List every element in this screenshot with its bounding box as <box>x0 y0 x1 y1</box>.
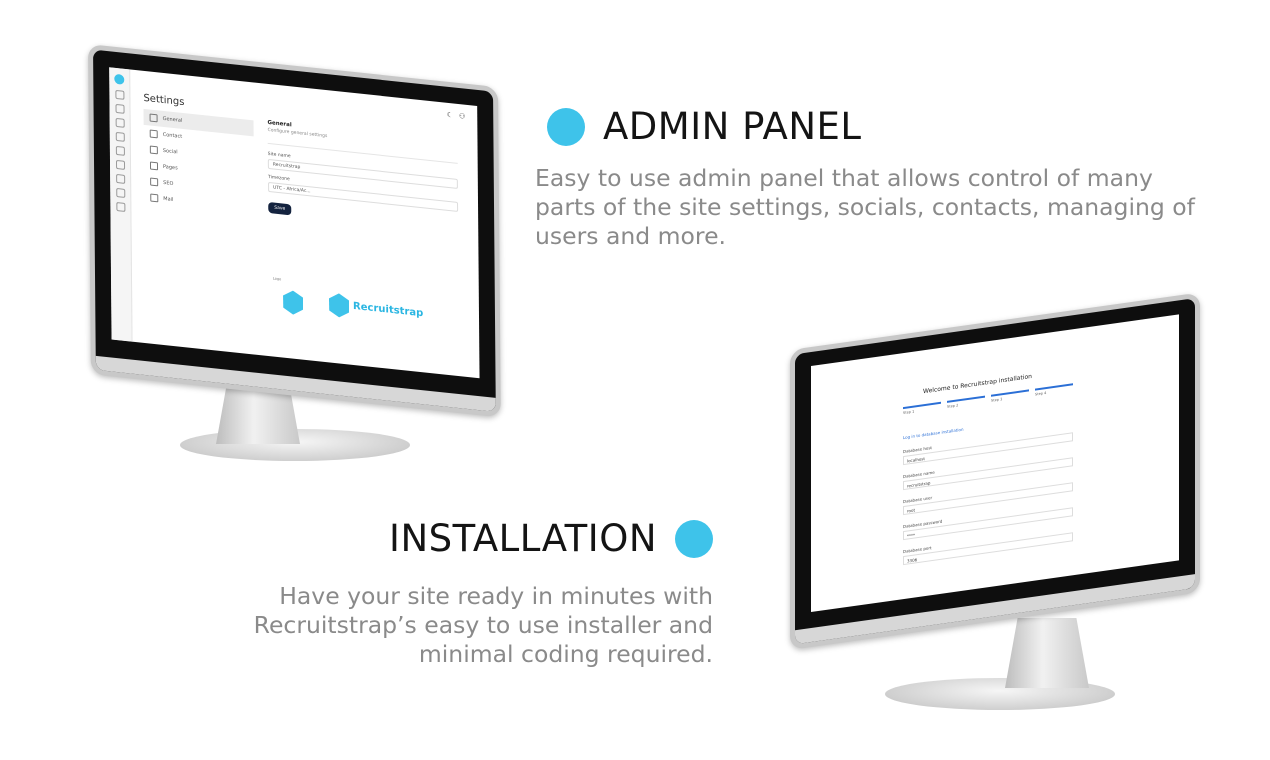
gear-icon <box>115 201 125 212</box>
bullet-dot-icon <box>547 107 585 146</box>
installation-title: INSTALLATION <box>389 517 657 560</box>
users-icon <box>115 173 125 184</box>
admin-panel-heading: ADMIN PANEL <box>547 105 1247 148</box>
installer-step: Step 1 <box>903 401 941 416</box>
tag-icon <box>115 145 125 156</box>
settings-main: General Configure general settings Site … <box>267 120 459 233</box>
logo-label: Logo <box>272 276 282 282</box>
mail-icon <box>150 193 159 203</box>
page-icon <box>149 161 159 171</box>
seo-icon <box>150 177 159 187</box>
installer-step: Step 4 <box>1035 383 1073 397</box>
monitor-bezel: Welcome to Recruitstrap installation Ste… <box>790 292 1200 650</box>
save-button: Save <box>268 201 292 216</box>
installer-step: Step 3 <box>991 389 1029 403</box>
moon-icon: ☾ <box>446 110 454 120</box>
gear-icon <box>149 113 158 123</box>
settings-title: Settings <box>143 92 185 109</box>
dashboard-icon <box>114 89 124 100</box>
admin-top-icons: ☾ ⚇ <box>447 111 466 121</box>
monitor-stand-neck <box>1005 618 1089 688</box>
contact-icon <box>149 129 158 139</box>
logo-settings: Logo Recruitstrap <box>269 274 460 354</box>
installation-screen: Welcome to Recruitstrap installation Ste… <box>811 314 1179 613</box>
brand-hexagon-icon <box>283 290 303 316</box>
settings-icon <box>115 131 125 142</box>
admin-screen: ☾ ⚇ Settings General Contact Social Page… <box>109 67 480 379</box>
brand-name: Recruitstrap <box>352 300 424 320</box>
settings-nav: General Contact Social Pages SEO Mail <box>143 108 255 217</box>
installation-description: Have your site ready in minutes with Rec… <box>253 582 713 668</box>
bullet-dot-icon <box>675 519 713 558</box>
admin-panel-title: ADMIN PANEL <box>603 105 862 148</box>
installer-step: Step 2 <box>947 395 985 409</box>
installation-heading: INSTALLATION <box>193 517 713 560</box>
admin-panel-description: Easy to use admin panel that allows cont… <box>535 164 1195 250</box>
app-logo-icon <box>114 73 125 85</box>
brand-hexagon-icon <box>329 292 349 318</box>
installation-feature: INSTALLATION Have your site ready in min… <box>193 517 713 669</box>
admin-monitor-image: ☾ ⚇ Settings General Contact Social Page… <box>88 44 508 464</box>
calendar-icon <box>115 117 125 128</box>
user-icon: ⚇ <box>458 112 466 121</box>
installer-form: Log in to database installation Database… <box>903 411 1073 566</box>
user-icon <box>115 159 125 170</box>
monitor-bezel: ☾ ⚇ Settings General Contact Social Page… <box>88 44 501 418</box>
installation-monitor-image: Welcome to Recruitstrap installation Ste… <box>790 292 1210 720</box>
jobs-icon <box>114 103 125 114</box>
mail-icon <box>115 187 125 198</box>
admin-panel-feature: ADMIN PANEL Easy to use admin panel that… <box>535 105 1247 251</box>
social-icon <box>149 145 158 155</box>
admin-sidebar <box>109 67 133 342</box>
